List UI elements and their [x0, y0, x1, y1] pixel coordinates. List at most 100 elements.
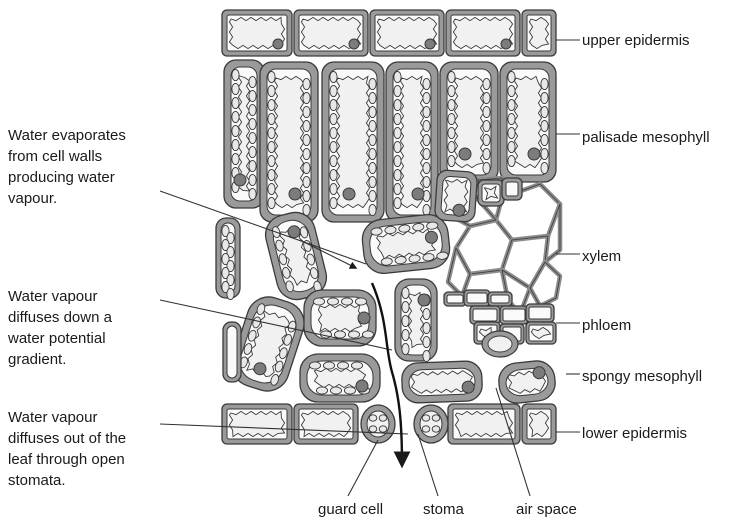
chloroplast	[330, 183, 337, 194]
chloroplast	[268, 99, 275, 110]
chloroplast	[483, 120, 490, 131]
spongy-cell-wrap	[300, 354, 380, 402]
palisade-cell	[260, 62, 318, 222]
chloroplast	[369, 106, 376, 117]
label-palisade-mesophyll: palisade mesophyll	[582, 127, 710, 148]
label-xylem: xylem	[582, 246, 621, 267]
note-diffusion-line: diffuses down a	[8, 307, 112, 328]
chloroplast	[483, 148, 490, 159]
chloroplast	[508, 155, 515, 166]
chloroplast	[249, 174, 256, 185]
chloroplast	[303, 92, 310, 103]
chloroplast	[268, 197, 275, 208]
bundle-sheath-cell	[502, 178, 522, 200]
chloroplast	[423, 148, 430, 159]
chloroplast	[369, 148, 376, 159]
chloroplast	[508, 113, 515, 124]
nucleus	[418, 294, 430, 306]
lower-epidermis-cell	[522, 404, 556, 444]
palisade-cell	[500, 62, 556, 182]
chloroplast	[369, 176, 376, 187]
nucleus	[425, 39, 435, 49]
chloroplast	[541, 92, 548, 103]
chloroplast	[394, 169, 401, 180]
spongy-cell	[223, 322, 241, 382]
chloroplast	[369, 78, 376, 89]
chloroplast	[402, 329, 409, 340]
chloroplast	[508, 127, 515, 138]
chloroplast	[330, 113, 337, 124]
spongy-cell	[395, 279, 437, 362]
chloroplast	[448, 127, 455, 138]
upper-epidermis-cell	[370, 10, 444, 56]
spongy-cell	[216, 218, 240, 300]
label-phloem: phloem	[582, 315, 631, 336]
note-evaporation: Water evaporates from cell walls produci…	[8, 125, 126, 209]
chloroplast	[423, 106, 430, 117]
chloroplast	[323, 362, 334, 369]
chloroplast	[448, 85, 455, 96]
chloroplast	[303, 134, 310, 145]
note-diffusion: Water vapour diffuses down a water poten…	[8, 286, 112, 370]
upper-epidermis-cell	[522, 10, 556, 56]
nucleus	[453, 204, 466, 217]
nucleus	[234, 174, 246, 186]
chloroplast	[268, 71, 275, 82]
chloroplast	[394, 113, 401, 124]
palisade-cell	[440, 62, 498, 182]
chloroplast	[232, 111, 239, 122]
phloem-cell	[464, 290, 490, 306]
note-exit: Water vapour diffuses out of the leaf th…	[8, 407, 126, 491]
chloroplast	[394, 155, 401, 166]
note-diffusion-line: water potential	[8, 328, 112, 349]
leader-line	[348, 440, 378, 496]
label-spongy-mesophyll: spongy mesophyll	[582, 366, 702, 387]
spongy-cell-wrap	[401, 361, 482, 404]
lower-epidermis-cell	[448, 404, 520, 444]
chloroplast	[249, 160, 256, 171]
label-air-space: air space	[516, 499, 577, 520]
chloroplast	[423, 322, 430, 333]
note-evaporation-line: producing water	[8, 167, 126, 188]
spongy-cell	[401, 361, 482, 404]
chloroplast	[541, 78, 548, 89]
chloroplast	[402, 287, 409, 298]
chloroplast	[448, 99, 455, 110]
upper-epidermis-cell	[294, 10, 368, 56]
chloroplast	[341, 298, 352, 305]
chloroplast	[483, 162, 490, 173]
guard-cells	[361, 405, 448, 443]
spongy-cell-wrap	[395, 279, 437, 362]
nucleus	[343, 188, 355, 200]
chloroplast	[330, 169, 337, 180]
palisade-cell	[386, 62, 438, 222]
lower-epidermis-cell	[222, 404, 292, 444]
spongy-cell-wrap	[434, 170, 477, 223]
spongy-cell-wrap	[360, 213, 451, 276]
nucleus	[273, 39, 283, 49]
note-evaporation-line: from cell walls	[8, 146, 126, 167]
chloroplast	[541, 148, 548, 159]
chloroplast	[249, 146, 256, 157]
chloroplast	[541, 106, 548, 117]
palisade-cell	[224, 60, 264, 208]
chloroplast	[448, 141, 455, 152]
chloroplast	[232, 69, 239, 80]
label-guard-cell: guard cell	[318, 499, 383, 520]
chloroplast	[508, 141, 515, 152]
nucleus	[459, 148, 471, 160]
chloroplast	[508, 99, 515, 110]
chloroplast	[303, 176, 310, 187]
chloroplast	[249, 90, 256, 101]
chloroplast	[541, 162, 548, 173]
chloroplast	[330, 387, 341, 394]
chloroplast	[303, 162, 310, 173]
chloroplast	[355, 298, 366, 305]
upper-epidermis-cells	[222, 10, 556, 56]
chloroplast	[330, 155, 337, 166]
chloroplast	[541, 120, 548, 131]
chloroplast	[227, 288, 234, 299]
chloroplast	[268, 85, 275, 96]
lower-epidermis-cell	[294, 404, 358, 444]
label-lower-epidermis: lower epidermis	[582, 423, 687, 444]
